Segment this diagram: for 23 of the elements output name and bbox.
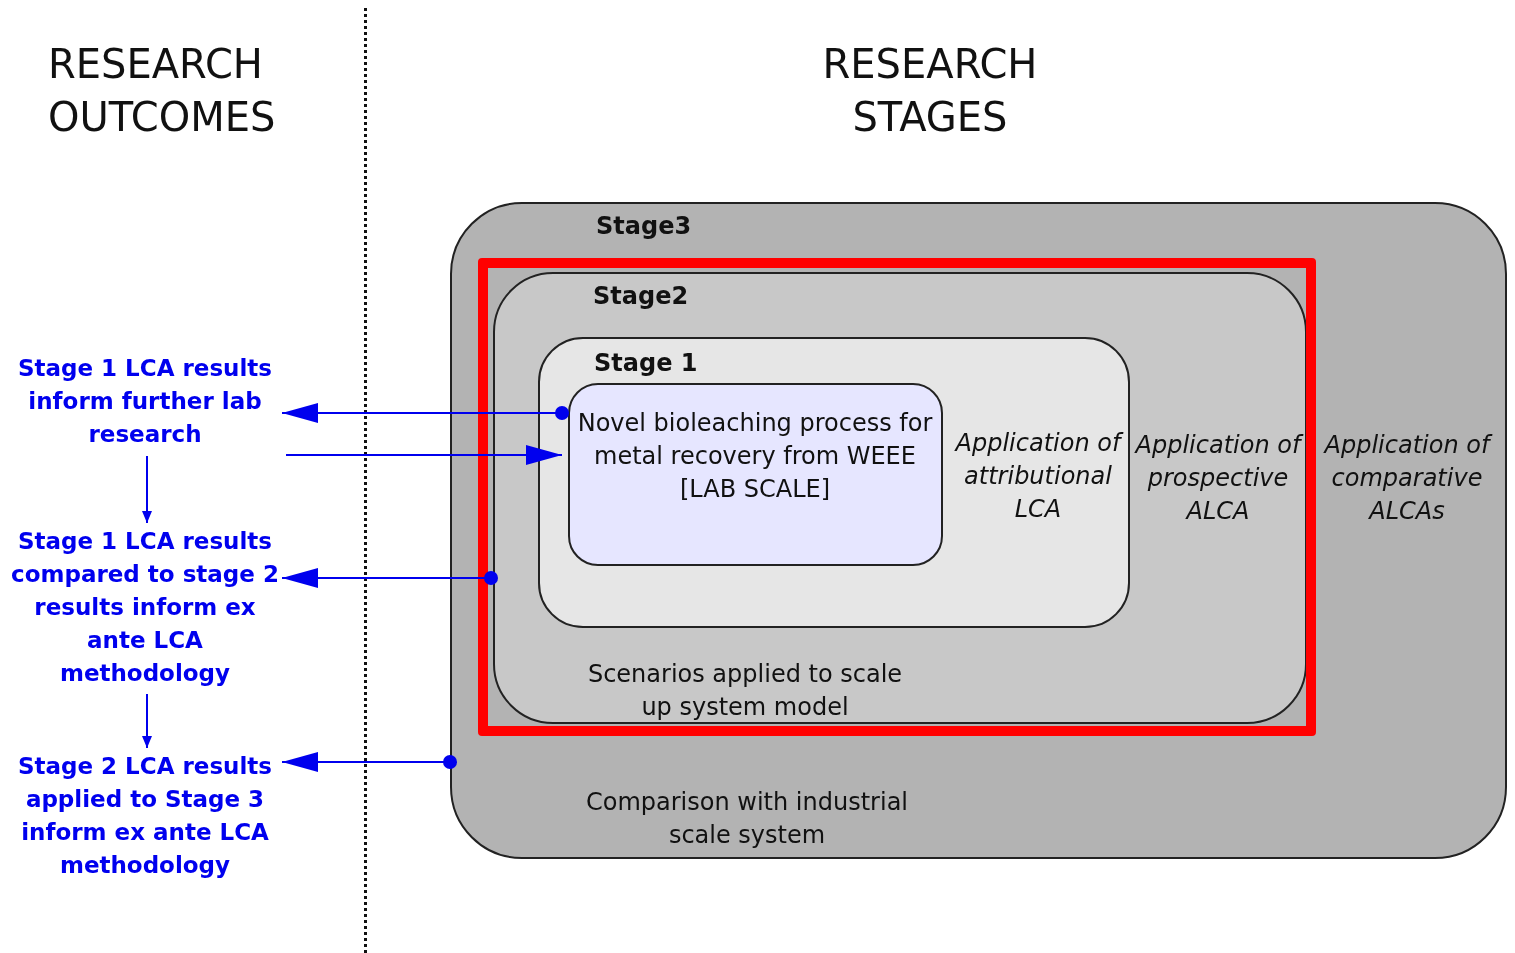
arrow — [142, 693, 152, 749]
stage-caption: Scenarios applied to scale up system model — [586, 659, 904, 723]
heading: RESEARCH STAGES — [821, 40, 1039, 142]
arrow — [285, 445, 563, 465]
stage-note: Application of comparative ALCAs — [1312, 429, 1502, 528]
stage-title: Stage 1 — [594, 348, 699, 379]
outcome-text: Stage 2 LCA results applied to Stage 3 inform ex ante LCA methodology — [8, 750, 282, 915]
arrow — [281, 752, 457, 772]
arrow — [281, 403, 569, 423]
stage-box — [538, 337, 1130, 628]
heading: RESEARCH OUTCOMES — [48, 40, 277, 142]
stage-title: Stage2 — [593, 281, 690, 312]
stage-title: Stage3 — [596, 211, 693, 242]
stage-caption: Comparison with industrial scale system — [585, 787, 909, 851]
outcome-text: Stage 1 LCA results compared to stage 2 results inform ex ante LCA methodology — [8, 525, 282, 690]
arrow — [142, 455, 152, 524]
outcome-text: Stage 1 LCA results inform further lab research — [8, 352, 282, 452]
stage-box — [450, 202, 1507, 859]
process-box — [568, 383, 943, 566]
process-text: Novel bioleaching process for metal recovery from WEEE [LAB SCALE] — [576, 408, 934, 505]
stage-note: Application of prospective ALCA — [1133, 429, 1303, 528]
arrow — [281, 568, 498, 588]
stage-note: Application of attributional LCA — [948, 427, 1128, 526]
